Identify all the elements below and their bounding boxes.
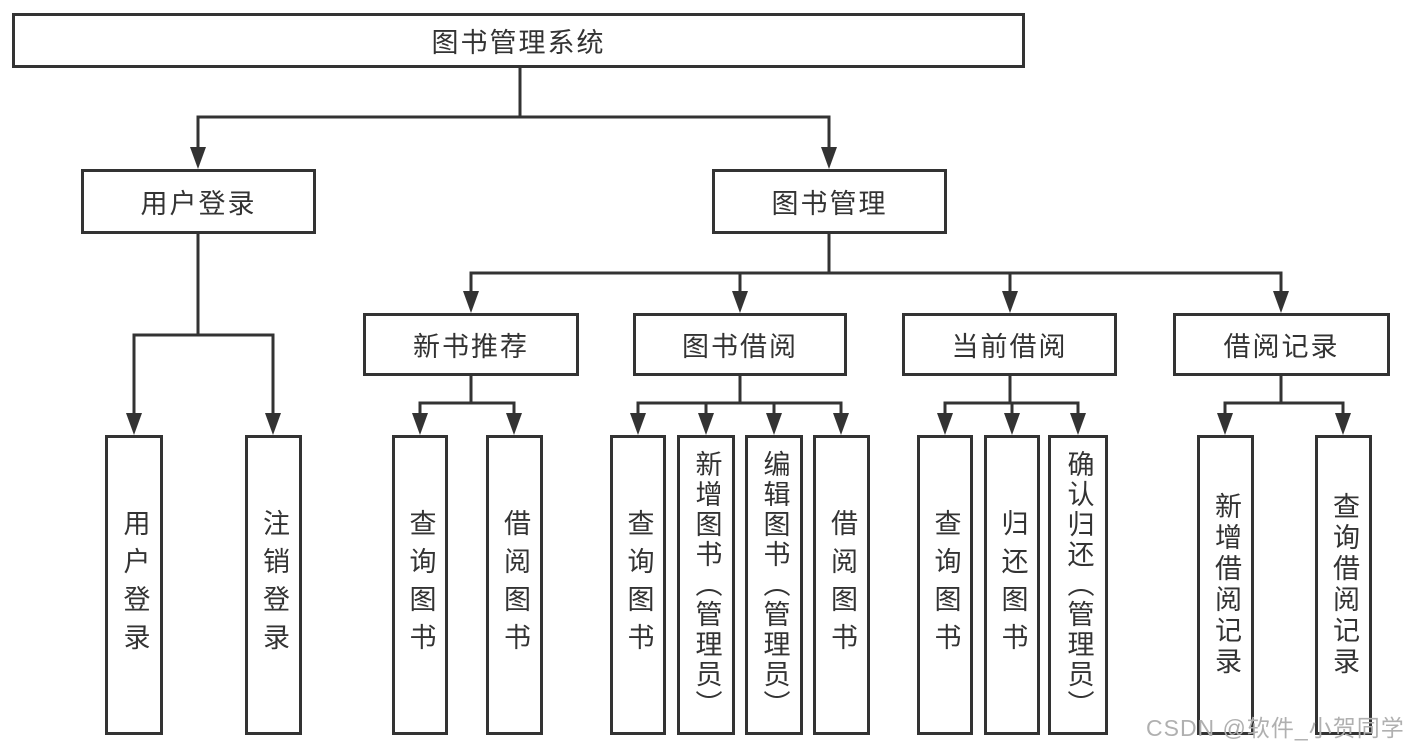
node-borrowing-records-label: 借阅记录 xyxy=(1223,332,1340,362)
node-new-book-recommend-label: 新书推荐 xyxy=(413,332,529,362)
leaf-user-login: 用户登录 xyxy=(105,435,163,735)
node-borrowing-records: 借阅记录 xyxy=(1173,313,1390,376)
leaf-cb-confirm-return-admin-label: 确认归还（管理员） xyxy=(1063,450,1094,720)
leaf-cb-return-books: 归还图书 xyxy=(984,435,1040,735)
leaf-cb-query-books-label: 查询图书 xyxy=(930,509,961,661)
node-book-borrowing-label: 图书借阅 xyxy=(682,332,798,362)
node-user-login: 用户登录 xyxy=(81,169,316,234)
leaf-br-query-record: 查询借阅记录 xyxy=(1315,435,1372,735)
node-user-login-label: 用户登录 xyxy=(140,189,257,219)
csdn-watermark: CSDN @软件_小贺同学 xyxy=(1146,715,1405,741)
leaf-bb-query-books-label: 查询图书 xyxy=(623,509,654,661)
leaf-nb-query-books-label: 查询图书 xyxy=(405,509,436,661)
leaf-bb-borrow-books-label: 借阅图书 xyxy=(827,509,857,661)
leaf-bb-borrow-books: 借阅图书 xyxy=(813,435,870,735)
leaf-logout: 注销登录 xyxy=(245,435,302,735)
leaf-nb-borrow-books: 借阅图书 xyxy=(486,435,543,735)
leaf-nb-query-books: 查询图书 xyxy=(392,435,448,735)
leaf-logout-label: 注销登录 xyxy=(259,509,289,661)
node-book-management-label: 图书管理 xyxy=(771,189,888,219)
node-current-borrowing: 当前借阅 xyxy=(902,313,1117,376)
leaf-cb-query-books: 查询图书 xyxy=(917,435,973,735)
leaf-user-login-label: 用户登录 xyxy=(119,509,150,661)
leaf-nb-borrow-books-label: 借阅图书 xyxy=(500,509,530,661)
node-book-management: 图书管理 xyxy=(712,169,947,234)
leaf-br-add-record-label: 新增借阅记录 xyxy=(1211,492,1241,678)
leaf-bb-query-books: 查询图书 xyxy=(610,435,666,735)
node-book-borrowing: 图书借阅 xyxy=(633,313,847,376)
node-new-book-recommend: 新书推荐 xyxy=(363,313,579,376)
leaf-cb-confirm-return-admin: 确认归还（管理员） xyxy=(1048,435,1108,735)
leaf-cb-return-books-label: 归还图书 xyxy=(997,509,1028,661)
node-current-borrowing-label: 当前借阅 xyxy=(951,332,1068,362)
leaf-br-add-record: 新增借阅记录 xyxy=(1197,435,1254,735)
leaf-bb-add-books-admin: 新增图书（管理员） xyxy=(677,435,735,735)
leaf-br-query-record-label: 查询借阅记录 xyxy=(1329,492,1359,678)
node-root: 图书管理系统 xyxy=(12,13,1025,68)
leaf-bb-add-books-admin-label: 新增图书（管理员） xyxy=(691,450,722,720)
node-root-label: 图书管理系统 xyxy=(431,28,606,58)
leaf-bb-edit-books-admin-label: 编辑图书（管理员） xyxy=(759,450,790,720)
leaf-bb-edit-books-admin: 编辑图书（管理员） xyxy=(745,435,803,735)
